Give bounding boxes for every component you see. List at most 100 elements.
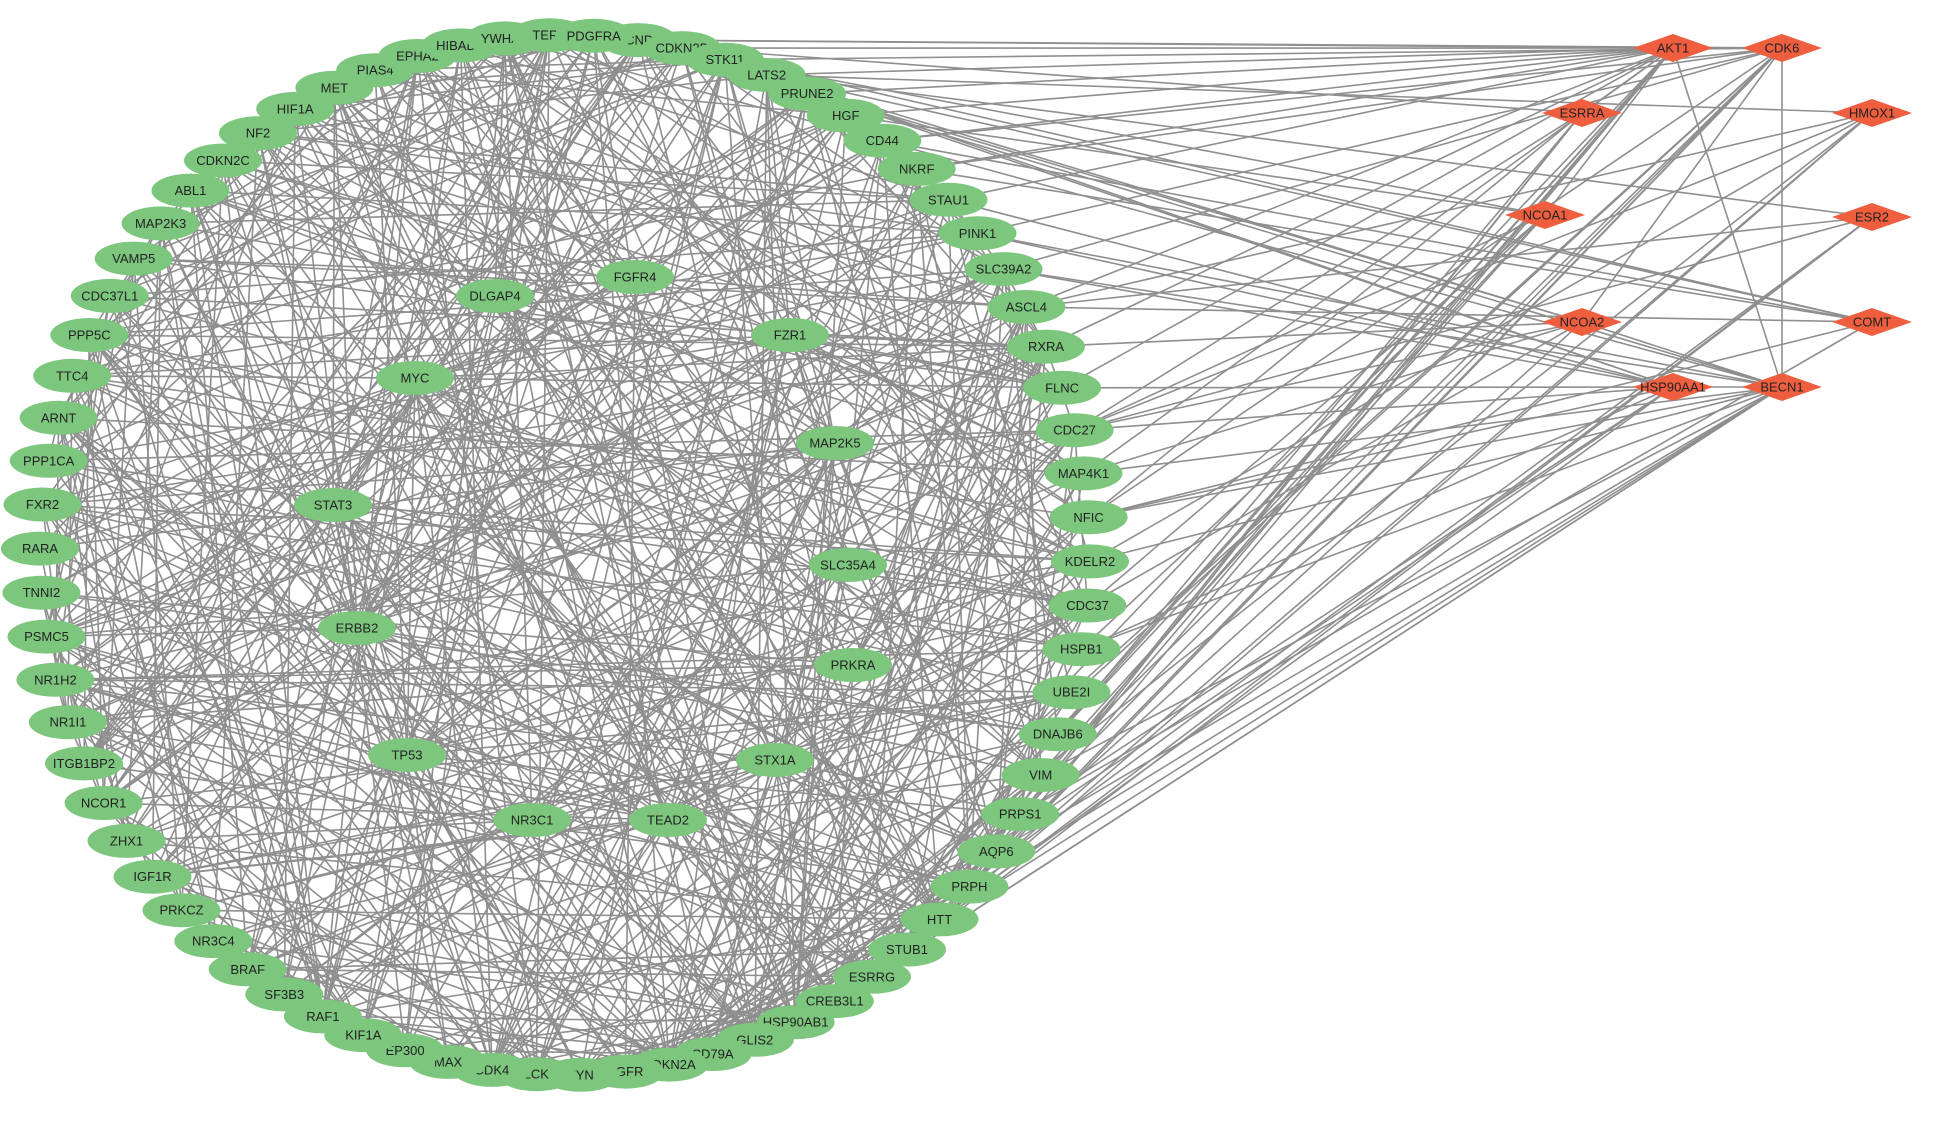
node-nr1h2[interactable]: NR1H2: [16, 662, 95, 697]
node-dlgap4[interactable]: DLGAP4: [456, 279, 534, 313]
node-stub1[interactable]: STUB1: [868, 932, 946, 967]
edge-lck-nr1h2: [54, 679, 537, 1075]
node-pdgfra[interactable]: PDGFRA: [554, 18, 633, 53]
node-esrra[interactable]: ESRRA: [1542, 99, 1622, 127]
node-label: TTC4: [56, 368, 89, 383]
node-label: EP300: [386, 1043, 425, 1058]
node-esr2[interactable]: ESR2: [1832, 203, 1912, 231]
node-nfic[interactable]: NFIC: [1049, 500, 1128, 535]
node-ncor1[interactable]: NCOR1: [64, 786, 143, 820]
edge-hsp90ab1-map2k5: [794, 442, 836, 1023]
node-ppp1ca[interactable]: PPP1CA: [9, 443, 88, 478]
edge-raf1-vim: [322, 774, 1041, 1018]
node-zhx1[interactable]: ZHX1: [87, 823, 166, 858]
node-cdk6[interactable]: CDK6: [1742, 34, 1822, 62]
node-ppp5c[interactable]: PPP5C: [50, 318, 129, 352]
node-nr3c4[interactable]: NR3C4: [174, 924, 253, 959]
node-dnajb6[interactable]: DNAJB6: [1018, 717, 1097, 752]
node-map2k3[interactable]: MAP2K3: [121, 206, 200, 241]
node-becn1[interactable]: BECN1: [1742, 373, 1822, 401]
node-ttc4[interactable]: TTC4: [33, 358, 112, 393]
node-tead2[interactable]: TEAD2: [629, 803, 707, 837]
node-stx1a[interactable]: STX1A: [736, 743, 814, 777]
node-prps1[interactable]: PRPS1: [981, 797, 1060, 832]
node-slc35a4[interactable]: SLC35A4: [809, 548, 887, 582]
node-nf2[interactable]: NF2: [219, 116, 297, 151]
edge-hsp90aa1-prps1: [1019, 386, 1674, 815]
node-cd44[interactable]: CD44: [843, 123, 922, 158]
node-comt[interactable]: COMT: [1832, 308, 1912, 336]
node-pink1[interactable]: PINK1: [938, 216, 1017, 251]
gene-ellipse: [184, 143, 262, 178]
node-sf3b3[interactable]: SF3B3: [245, 977, 324, 1012]
node-map2k5[interactable]: MAP2K5: [796, 426, 874, 460]
node-nr3c1[interactable]: NR3C1: [493, 803, 571, 837]
node-vim[interactable]: VIM: [1001, 758, 1080, 792]
node-nr1i1[interactable]: NR1I1: [28, 705, 107, 740]
node-label: STAU1: [928, 192, 969, 207]
node-arnt[interactable]: ARNT: [19, 400, 98, 435]
node-abl1[interactable]: ABL1: [151, 173, 230, 208]
node-ube2i[interactable]: UBE2I: [1032, 675, 1111, 710]
node-vamp5[interactable]: VAMP5: [94, 241, 173, 276]
node-stat3[interactable]: STAT3: [294, 488, 372, 522]
node-cdc37l1[interactable]: CDC37L1: [70, 278, 149, 313]
gene-ellipse: [9, 443, 88, 478]
edge-erbb2-hgf: [356, 115, 847, 629]
gene-ellipse: [368, 738, 446, 772]
node-fgfr4[interactable]: FGFR4: [596, 260, 674, 294]
node-label: HGF: [832, 108, 860, 123]
node-kdelr2[interactable]: KDELR2: [1051, 544, 1129, 579]
node-label: PPP5C: [68, 328, 111, 343]
node-hgf[interactable]: HGF: [806, 98, 885, 133]
node-stau1[interactable]: STAU1: [909, 182, 988, 217]
edge-glis2-map4k1: [754, 472, 1085, 1041]
node-cdc27[interactable]: CDC27: [1035, 413, 1114, 448]
node-cdkn2c[interactable]: CDKN2C: [184, 143, 262, 178]
node-hspb1[interactable]: HSPB1: [1042, 632, 1121, 667]
edge-hsp90ab1-nr1i1: [67, 721, 796, 1023]
node-hmox1[interactable]: HMOX1: [1832, 99, 1912, 127]
node-rara[interactable]: RARA: [1, 531, 79, 566]
node-igf1r[interactable]: IGF1R: [113, 859, 192, 894]
edge-hsp90aa1-slc39a2: [1003, 268, 1674, 388]
node-prkcz[interactable]: PRKCZ: [142, 893, 221, 928]
edge-abl1-esrrg: [189, 190, 873, 978]
node-ncoa1[interactable]: NCOA1: [1505, 201, 1585, 229]
gene-ellipse: [16, 662, 95, 697]
node-tp53[interactable]: TP53: [368, 738, 446, 772]
node-esrrg[interactable]: ESRRG: [833, 959, 911, 994]
node-cdc37[interactable]: CDC37: [1048, 588, 1127, 623]
node-tnni2[interactable]: TNNI2: [2, 575, 81, 610]
node-ascl4[interactable]: ASCL4: [987, 290, 1066, 324]
node-prph[interactable]: PRPH: [930, 869, 1009, 904]
target-diamond: [1742, 34, 1822, 62]
node-map4k1[interactable]: MAP4K1: [1044, 456, 1123, 491]
target-diamond: [1742, 373, 1822, 401]
node-braf[interactable]: BRAF: [208, 952, 287, 987]
edge-fzr1-tp53: [406, 334, 791, 756]
edge-hsp90aa1-cdc27: [1074, 386, 1674, 431]
node-slc39a2[interactable]: SLC39A2: [964, 252, 1043, 287]
node-htt[interactable]: HTT: [900, 902, 979, 937]
node-itgb1bp2[interactable]: ITGB1BP2: [45, 746, 123, 781]
node-prkra[interactable]: PRKRA: [814, 648, 892, 682]
gene-ellipse: [94, 241, 173, 276]
edge-glis2-cdc37l1: [109, 295, 756, 1041]
node-flnc[interactable]: FLNC: [1023, 370, 1102, 405]
node-myc[interactable]: MYC: [376, 361, 454, 395]
edge-becn1-nfic: [1088, 386, 1783, 519]
node-rxra[interactable]: RXRA: [1007, 329, 1085, 364]
node-ncoa2[interactable]: NCOA2: [1542, 308, 1622, 336]
edge-psmc5-cdkn2a: [46, 635, 670, 1066]
node-hsp90aa1[interactable]: HSP90AA1: [1633, 373, 1713, 401]
node-fzr1[interactable]: FZR1: [751, 318, 829, 352]
node-fxr2[interactable]: FXR2: [3, 487, 82, 522]
node-aqp6[interactable]: AQP6: [957, 834, 1036, 869]
node-psmc5[interactable]: PSMC5: [7, 619, 86, 654]
node-erbb2[interactable]: ERBB2: [318, 611, 396, 645]
edge-hsp90ab1-lats2: [765, 74, 797, 1023]
node-nkrf[interactable]: NKRF: [877, 151, 956, 186]
edge-kdelr2-nr1i1: [67, 560, 1091, 723]
node-akt1[interactable]: AKT1: [1633, 34, 1713, 62]
